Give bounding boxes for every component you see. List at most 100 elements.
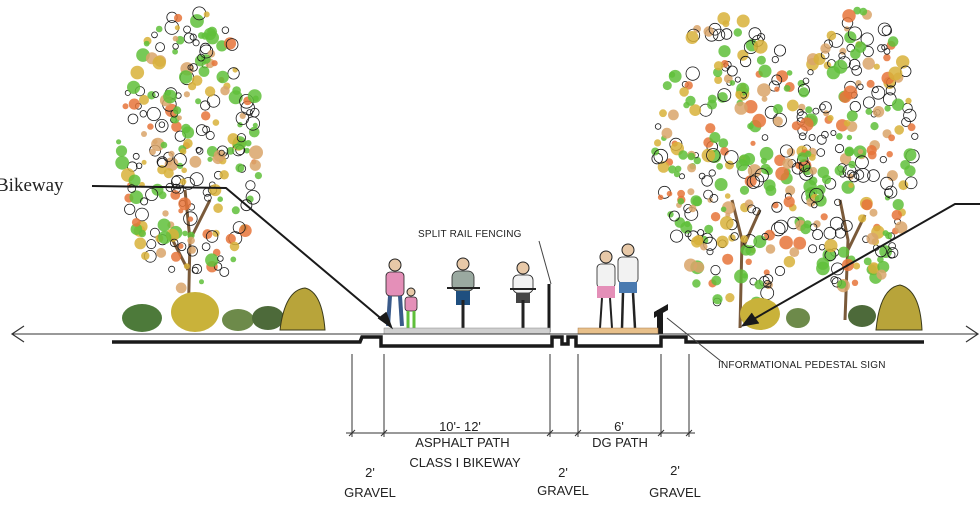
foliage-dot	[188, 82, 197, 91]
foliage-dot	[212, 119, 220, 126]
foliage-dot	[171, 121, 182, 132]
foliage-dot	[238, 224, 252, 238]
foliage-dot	[155, 25, 163, 33]
foliage-dot	[205, 230, 219, 243]
foliage-dot	[776, 70, 789, 83]
foliage-dot	[205, 253, 219, 267]
foliage-dot	[720, 28, 733, 40]
split-rail-fencing-label: SPLIT RAIL FENCING	[418, 229, 522, 240]
foliage-dot	[771, 221, 786, 237]
foliage-dot	[871, 85, 886, 100]
cyclist-rear	[510, 261, 536, 328]
foliage-dot	[162, 210, 169, 217]
foliage-dot	[684, 230, 692, 238]
foliage-dot	[201, 54, 211, 64]
foliage-dot	[175, 282, 187, 294]
foliage-dot	[706, 248, 714, 256]
foliage-dot	[783, 85, 791, 92]
foliage-dot	[888, 66, 903, 81]
foliage-dot	[172, 43, 179, 50]
foliage-dot	[149, 148, 156, 156]
foliage-dot	[838, 246, 850, 258]
foliage-dot	[888, 242, 896, 250]
foliage-dot	[783, 196, 795, 208]
foliage-dot	[829, 216, 844, 231]
foliage-dot	[853, 6, 862, 15]
foliage-dot	[800, 223, 811, 235]
foliage-dot	[189, 172, 204, 187]
foliage-dot	[818, 243, 826, 251]
foliage-dot	[844, 26, 850, 32]
foliage-dot	[763, 269, 770, 276]
foliage-dot	[692, 196, 703, 207]
foliage-dot	[156, 247, 167, 258]
foliage-dot	[116, 139, 122, 145]
foliage-dot	[885, 85, 896, 96]
foliage-dot	[759, 146, 774, 161]
bikeway-leader-arrow	[377, 311, 394, 330]
foliage-dot	[805, 106, 813, 114]
foliage-dot	[188, 246, 196, 254]
gravel-left-dimension: 2'	[365, 465, 375, 480]
foliage-dot	[819, 103, 826, 111]
foliage-dot	[209, 184, 222, 197]
foliage-dot	[811, 201, 818, 209]
foliage-dot	[173, 106, 182, 115]
foliage-dot	[213, 203, 223, 213]
foliage-dot	[211, 60, 218, 67]
foliage-dot	[128, 174, 141, 187]
foliage-dot	[846, 110, 858, 122]
foliage-dot	[734, 269, 749, 284]
foliage-dot	[754, 168, 769, 183]
foliage-dot	[826, 65, 841, 80]
foliage-dot	[789, 247, 800, 257]
foliage-dot	[173, 153, 187, 167]
foliage-dot	[701, 148, 716, 163]
foliage-dot	[775, 166, 790, 181]
pedestrian-adult	[385, 258, 405, 327]
foliage-dot	[868, 262, 880, 274]
foliage-dot	[157, 165, 167, 175]
foliage-dot	[201, 111, 211, 121]
foliage-dot	[178, 208, 184, 214]
foliage-dot	[710, 212, 721, 222]
foliage-dot	[124, 203, 136, 215]
foliage-dot	[826, 30, 837, 41]
foliage-dot	[673, 171, 681, 178]
right-arrowhead	[965, 325, 980, 343]
foliage-dot	[213, 149, 226, 162]
foliage-dot	[877, 44, 886, 53]
foliage-dot	[748, 27, 762, 41]
foliage-dot	[701, 175, 713, 187]
foliage-dot	[168, 150, 175, 157]
foliage-dot	[654, 123, 662, 130]
foliage-dot	[714, 76, 723, 84]
foliage-dot	[703, 189, 713, 200]
foliage-dot	[172, 48, 179, 55]
foliage-dot	[746, 175, 761, 189]
foliage-dot	[855, 80, 862, 86]
foliage-dot	[692, 279, 701, 288]
foliage-dot	[141, 159, 147, 165]
foliage-dot	[830, 129, 837, 136]
foliage-dot	[718, 138, 729, 149]
foliage-dot	[802, 77, 810, 85]
foliage-dot	[654, 139, 662, 147]
foliage-dot	[669, 210, 680, 222]
foliage-dot	[884, 105, 891, 112]
foliage-dot	[872, 86, 879, 94]
foliage-dot	[191, 266, 199, 274]
foliage-dot	[747, 164, 762, 178]
foliage-dot	[762, 274, 774, 285]
foliage-dot	[793, 236, 807, 250]
foliage-dot	[221, 26, 230, 34]
foliage-dot	[687, 188, 695, 196]
foliage-dot	[753, 39, 768, 54]
foliage-dot	[764, 229, 775, 241]
foliage-dot	[773, 116, 783, 127]
foliage-dot	[891, 209, 902, 221]
bikeway-leader-line	[91, 185, 391, 327]
foliage-dot	[232, 221, 246, 235]
foliage-dot	[834, 198, 842, 206]
foliage-dot	[135, 162, 143, 169]
